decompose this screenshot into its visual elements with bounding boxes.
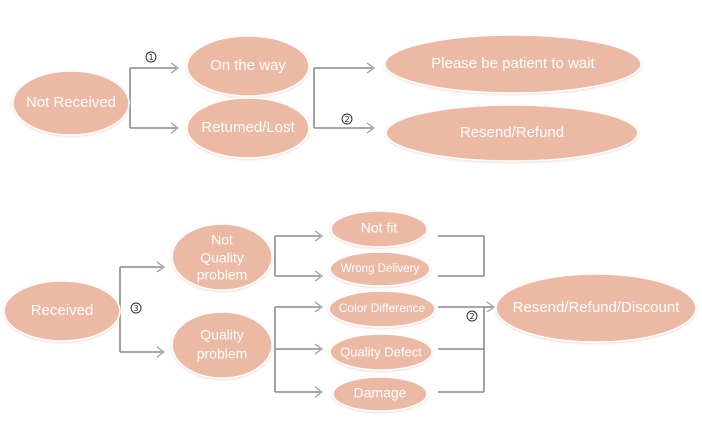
node-returned-lost: Retumed/Lost	[186, 97, 310, 159]
node-resend-refund-top: Resend/Refund	[385, 104, 639, 162]
node-wait: Please be patient to wait	[384, 34, 642, 94]
badge-3-bottom: 3	[130, 302, 142, 314]
node-received: Received	[3, 280, 121, 342]
node-color-difference: Color Difference	[328, 290, 436, 328]
node-outcome: Resend/Refund/Discount	[495, 273, 697, 343]
node-not-fit-label: Not fit	[361, 220, 398, 236]
node-on-the-way-label: On the way	[210, 57, 286, 74]
node-color-difference-label: Color Difference	[339, 301, 426, 315]
node-quality-defect-label: Quality Defect	[340, 344, 422, 359]
node-not-fit: Not fit	[330, 210, 428, 248]
badge-1-top-label: 1	[148, 53, 153, 62]
node-not-received: Not Received	[12, 70, 130, 136]
node-damage-label: Damage	[354, 385, 407, 401]
node-wait-label: Please be patient to wait	[431, 55, 595, 72]
bottom-connectors	[119, 230, 496, 398]
node-wrong-delivery-label: Wrong Delivery	[341, 263, 420, 275]
badge-3-bottom-label: 3	[133, 304, 138, 313]
node-not-quality-line-3: problem	[197, 267, 248, 283]
badge-2-top-label: 2	[344, 115, 349, 124]
badge-2-bottom-label: 2	[469, 312, 474, 321]
node-not-quality: Not Quality problem	[171, 223, 273, 291]
node-quality-line-2: problem	[197, 346, 248, 362]
node-not-quality-line-2: Quality	[200, 250, 244, 266]
node-resend-refund-top-label: Resend/Refund	[460, 124, 564, 141]
node-outcome-label: Resend/Refund/Discount	[513, 299, 681, 316]
node-quality: Quality problem	[171, 311, 273, 379]
node-returned-lost-label: Retumed/Lost	[201, 119, 295, 136]
node-not-quality-line-1: Not	[211, 232, 233, 248]
node-wrong-delivery: Wrong Delivery	[329, 251, 431, 287]
node-quality-line-1: Quality	[200, 327, 244, 343]
top-connectors	[129, 62, 376, 134]
node-on-the-way: On the way	[186, 35, 310, 97]
badge-2-bottom: 2	[466, 310, 478, 322]
badge-1-top: 1	[145, 51, 157, 63]
node-quality-defect: Quality Defect	[329, 333, 433, 371]
node-not-received-label: Not Received	[26, 94, 116, 111]
badge-2-top: 2	[341, 113, 353, 125]
node-damage: Damage	[332, 376, 428, 412]
node-received-label: Received	[31, 302, 94, 319]
